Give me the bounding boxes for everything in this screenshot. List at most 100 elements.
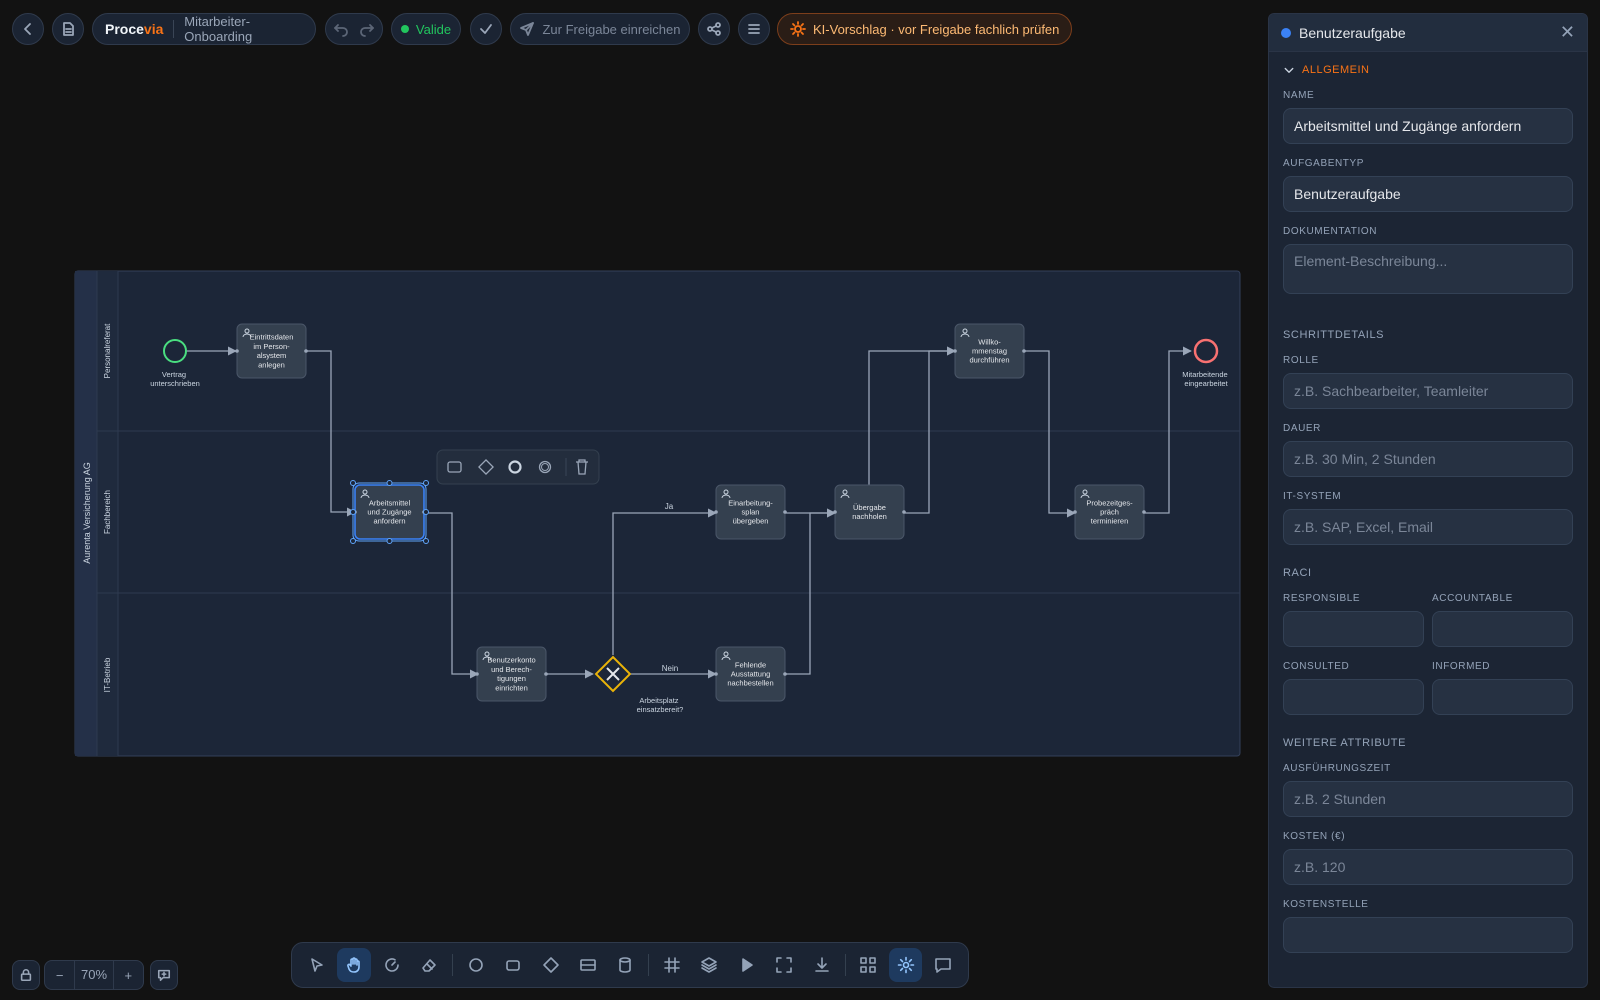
sequence-flows[interactable] [187,346,1192,679]
download-button[interactable] [805,948,838,982]
end-event[interactable] [1193,338,1219,364]
zoom-out-button[interactable]: − [55,967,64,983]
cursor-icon [310,958,323,972]
comments-button[interactable] [926,948,959,982]
flow[interactable] [785,508,836,675]
consulted-input[interactable] [1283,679,1424,715]
user-task-icon [360,489,370,499]
simulate-button[interactable] [730,948,763,982]
layers-button[interactable] [693,948,726,982]
responsible-input[interactable] [1283,611,1424,647]
role-label: ROLLE [1283,355,1319,366]
cost-input[interactable] [1283,849,1573,885]
share-button[interactable] [698,13,730,45]
database-icon [619,957,632,973]
diagram-canvas[interactable]: Aurenta Versicherung AG Personalreferat … [0,58,1268,938]
brand-main: Proce [105,21,144,37]
flow-label-nein: Nein [662,664,678,673]
cost-center-label: KOSTENSTELLE [1283,899,1369,910]
back-button[interactable] [12,13,44,45]
flow[interactable] [904,346,956,514]
resize-handle[interactable] [350,480,356,486]
chevron-down-icon [1284,67,1294,73]
informed-input[interactable] [1432,679,1573,715]
intermediate-event-icon[interactable] [538,460,552,474]
exclusive-gateway[interactable] [594,655,632,693]
bottom-toolbar [291,942,969,988]
lane-label-it-betrieb: IT-Betrieb [103,657,112,692]
role-input[interactable] [1283,373,1573,409]
exec-time-input[interactable] [1283,781,1573,817]
flow[interactable] [868,346,956,485]
close-icon[interactable]: ✕ [1559,22,1575,42]
status-dot-icon [400,25,409,33]
trash-icon[interactable] [576,459,588,475]
document-button[interactable] [52,13,84,45]
flow[interactable] [427,512,479,679]
menu-button[interactable] [738,13,770,45]
resize-handle[interactable] [423,480,429,486]
user-task-icon [1080,489,1090,499]
redo-icon[interactable] [359,21,375,37]
start-event[interactable] [163,339,187,363]
user-task-icon [242,328,252,338]
lock-button[interactable] [12,960,40,990]
lasso-tool[interactable] [375,948,408,982]
flow[interactable] [1023,350,1076,518]
accountable-input[interactable] [1432,611,1573,647]
submit-approval-button[interactable]: Zur Freigabe einreichen [510,13,690,45]
settings-button[interactable] [888,948,923,982]
hand-tool[interactable] [337,948,371,982]
sun-icon [790,21,806,37]
undo-icon[interactable] [333,21,349,37]
flow-ja[interactable] [612,508,717,655]
ai-suggestion-chip[interactable]: KI-Vorschlag · vor Freigabe fachlich prü… [777,13,1073,45]
event-tool[interactable] [459,948,492,982]
zoom-in-button[interactable]: + [124,967,133,983]
resize-handle[interactable] [350,509,356,515]
user-task-icon [482,651,492,661]
flow[interactable] [1144,346,1192,514]
duration-input[interactable] [1283,441,1573,477]
task-type-input[interactable] [1283,176,1573,212]
apps-button[interactable] [852,948,885,982]
resize-handle[interactable] [423,509,429,515]
task-tool[interactable] [496,948,529,982]
layers-icon [701,957,718,973]
eraser-tool[interactable] [412,948,445,982]
datastore-tool[interactable] [609,948,642,982]
name-input[interactable] [1283,108,1573,144]
resize-handle[interactable] [423,538,429,544]
it-system-input[interactable] [1283,509,1573,545]
consulted-label: CONSULTED [1283,661,1350,672]
check-button[interactable] [470,13,502,45]
flow[interactable] [306,350,356,517]
grid-toggle[interactable] [655,948,688,982]
cost-center-input[interactable] [1283,917,1573,953]
comment-add-button[interactable] [150,960,178,990]
resize-handle[interactable] [386,480,393,486]
section-general-toggle[interactable]: ALLGEMEIN [1283,64,1573,76]
documentation-textarea[interactable] [1283,244,1573,294]
fit-view-button[interactable] [768,948,801,982]
select-tool[interactable] [300,948,333,982]
resize-handle[interactable] [386,538,393,544]
gateway-shape-icon[interactable] [478,459,494,475]
resize-handle[interactable] [350,538,356,544]
send-icon [520,22,535,36]
end-event-shape-icon[interactable] [508,460,522,474]
validation-status[interactable]: Valide [391,13,461,45]
lane-tool[interactable] [571,948,604,982]
gateway-tool[interactable] [534,948,567,982]
task-shape-icon[interactable] [447,461,462,473]
